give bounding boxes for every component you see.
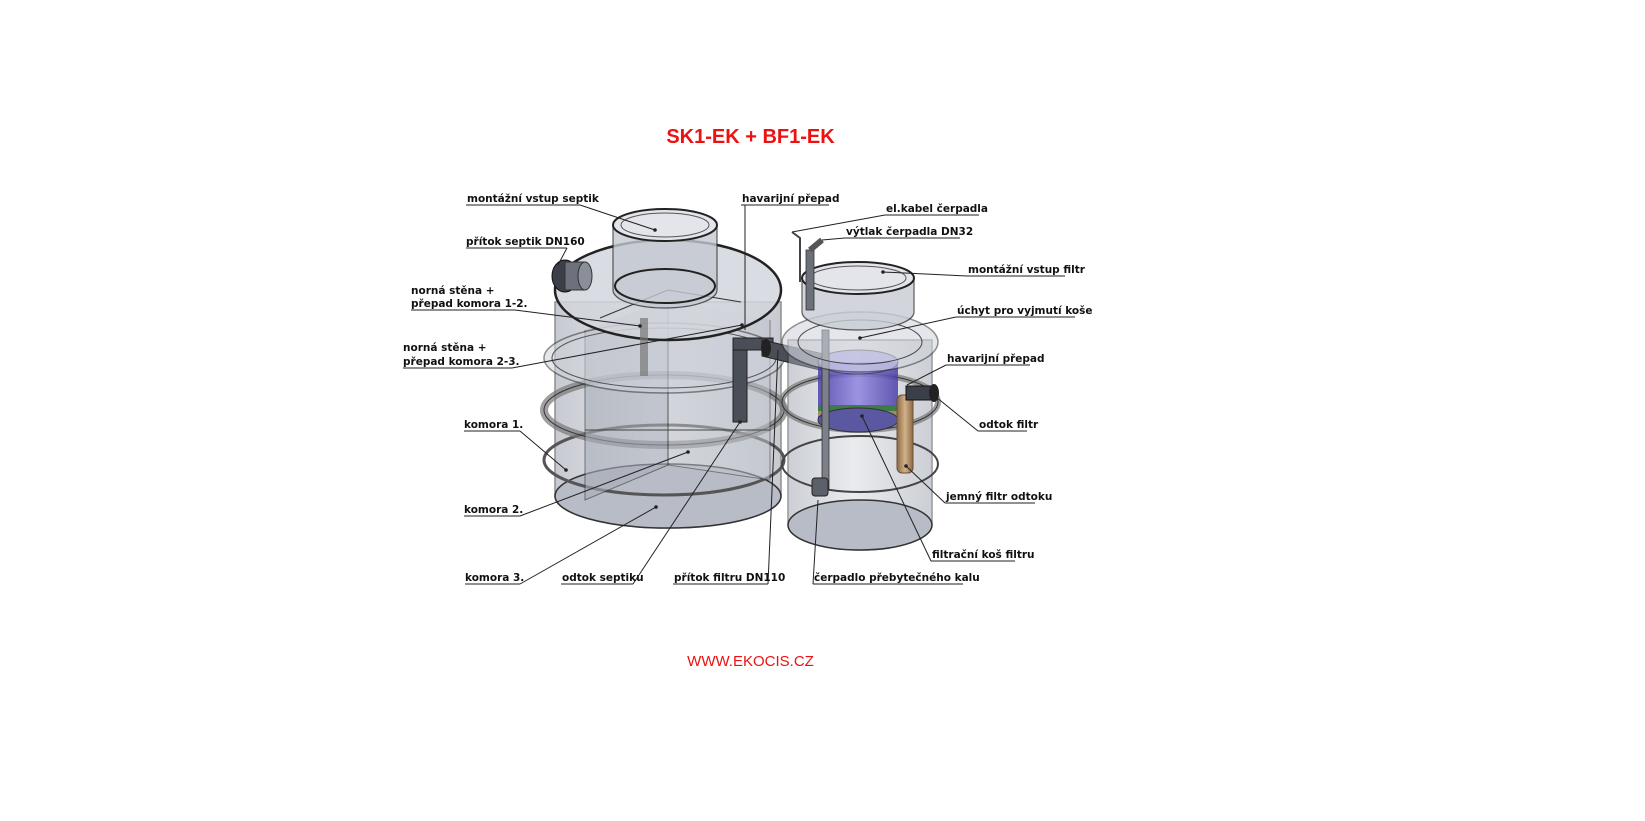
label-vytlak: výtlak čerpadla DN32 xyxy=(846,226,973,238)
diagram-title: SK1-EK + BF1-EK xyxy=(666,126,835,148)
label-norna-stena-2-line1: norná stěna + xyxy=(403,342,487,354)
label-odtok-septiku: odtok septiku xyxy=(562,572,644,584)
leader-lines xyxy=(403,204,1075,585)
label-norna-stena-1-line2: přepad komora 1-2. xyxy=(411,298,528,310)
label-komora-3: komora 3. xyxy=(465,572,524,584)
label-komora-1: komora 1. xyxy=(464,419,523,431)
label-uchyt: úchyt pro vyjmutí koše xyxy=(957,305,1093,317)
filter-tank xyxy=(779,231,941,551)
label-montazni-vstup-filtr: montážní vstup filtr xyxy=(968,264,1086,276)
label-cerpadlo: čerpadlo přebytečného kalu xyxy=(814,572,980,584)
label-norna-stena-2-line2: přepad komora 2-3. xyxy=(403,356,520,368)
label-komora-2: komora 2. xyxy=(464,504,523,516)
label-havarijni-prepad-right: havarijní přepad xyxy=(947,353,1045,365)
website-link[interactable]: WWW.EKOCIS.CZ xyxy=(687,653,814,670)
label-el-kabel: el.kabel čerpadla xyxy=(886,203,988,215)
label-pritok-filtru: přítok filtru DN110 xyxy=(674,572,785,584)
callout-labels: montážní vstup septik přítok septik DN16… xyxy=(403,193,1093,584)
label-pritok-septik: přítok septik DN160 xyxy=(466,236,585,248)
label-havarijni-prepad-top: havarijní přepad xyxy=(742,193,840,205)
label-norna-stena-1-line1: norná stěna + xyxy=(411,285,495,297)
label-filtracni-kos: filtrační koš filtru xyxy=(932,549,1035,561)
label-montazni-vstup-septik: montážní vstup septik xyxy=(467,193,600,205)
label-jemny-filtr: jemný filtr odtoku xyxy=(945,491,1052,503)
label-odtok-filtr: odtok filtr xyxy=(979,419,1039,431)
septic-tank xyxy=(540,208,829,529)
